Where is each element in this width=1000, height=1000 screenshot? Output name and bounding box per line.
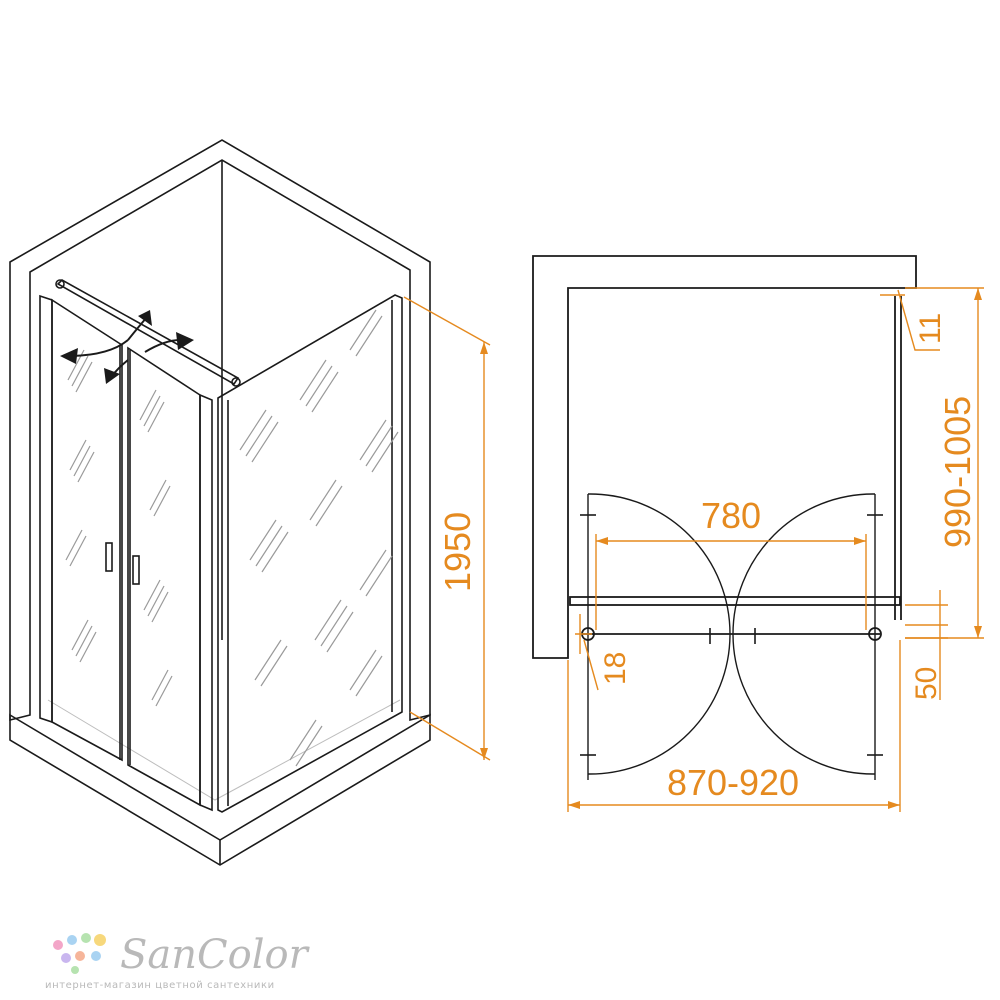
door-swing-arrow-icon (104, 359, 129, 384)
logo-dots-icon (53, 933, 106, 974)
plan-swing-arc-left-top (588, 493, 731, 635)
plan-wall (532, 255, 917, 659)
plan-swing-arc-left-bottom (588, 633, 731, 775)
door-left (51, 298, 123, 762)
door-swing-arrow-icon (127, 310, 152, 341)
door-swing-arrows (60, 310, 194, 384)
offset-top-label: 11 (914, 313, 947, 344)
front-panel-right (199, 393, 213, 812)
plan-dimensions (567, 287, 984, 812)
offset-front-label: 50 (910, 667, 943, 700)
door-swing-arrow-icon (144, 332, 194, 353)
height-dimension (403, 296, 491, 761)
plan-swing-arc-right-top (732, 493, 875, 635)
door-swing-arrow-icon (60, 339, 129, 364)
door-handle-left (105, 542, 113, 572)
overall-depth-label: 990-1005 (937, 396, 978, 548)
shower-tray-inner (47, 699, 401, 801)
plan-view (532, 255, 917, 780)
top-rail (56, 279, 240, 386)
wall-outline (9, 139, 431, 722)
isometric-view (9, 139, 431, 866)
overall-width-label: 870-920 (667, 762, 799, 803)
plan-swing-arc-right-bottom (732, 633, 875, 775)
front-panel-left (39, 294, 53, 724)
rail-end-cap (231, 377, 241, 387)
offset-side-label: 18 (599, 652, 632, 685)
brand-tagline: интернет-магазин цветной сантехники (45, 980, 275, 991)
plan-handles (580, 514, 883, 756)
plan-top-rail (569, 596, 901, 606)
side-panel (217, 294, 403, 813)
brand-name: SanColor (120, 932, 311, 978)
glass-pattern (65, 309, 399, 767)
rail-end-cap (55, 279, 65, 289)
height-label: 1950 (437, 512, 478, 592)
brand-logo: SanColor интернет-магазин цветной сантех… (45, 932, 311, 991)
door-handle-right (132, 555, 140, 585)
door-opening-label: 780 (701, 495, 761, 536)
